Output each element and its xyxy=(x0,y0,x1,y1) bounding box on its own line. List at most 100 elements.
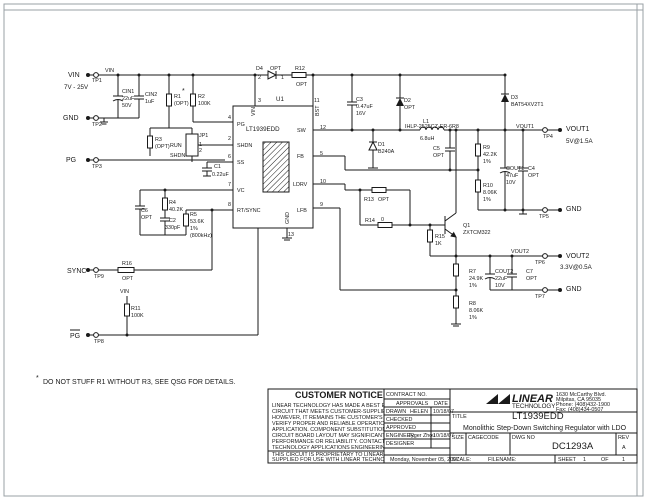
svg-text:10V: 10V xyxy=(495,283,505,289)
svg-text:APPROVALS: APPROVALS xyxy=(396,401,429,407)
approval-row: ENGINEER Tyger Zhou 10/18/07 xyxy=(386,433,454,439)
svg-text:OPT: OPT xyxy=(122,276,134,282)
c3: C3 0.47uF 16V xyxy=(347,73,373,130)
svg-text:IHLP-2525CZ-ER-6R8: IHLP-2525CZ-ER-6R8 xyxy=(405,124,459,130)
svg-text:A: A xyxy=(622,445,626,451)
svg-text:*: * xyxy=(182,88,185,95)
d1: D1 B240A xyxy=(368,130,395,171)
svg-text:R9: R9 xyxy=(483,145,490,151)
svg-text:R16: R16 xyxy=(122,261,132,267)
svg-text:SYNC: SYNC xyxy=(67,268,86,275)
svg-text:5V@1.5A: 5V@1.5A xyxy=(566,138,593,145)
svg-text:LINEAR: LINEAR xyxy=(512,393,553,405)
svg-text:53.6K: 53.6K xyxy=(190,219,204,225)
d4: D4 OPT 2 1 xyxy=(255,66,292,81)
svg-text:THIS CIRCUIT IS PROPRIETARY TO: THIS CIRCUIT IS PROPRIETARY TO LINEAR TE… xyxy=(272,452,435,458)
svg-text:1: 1 xyxy=(622,457,625,463)
svg-text:R13: R13 xyxy=(364,197,374,203)
svg-text:TP3: TP3 xyxy=(92,164,102,170)
svg-text:L1: L1 xyxy=(423,119,429,125)
svg-text:SHDN: SHDN xyxy=(237,143,252,149)
approval-row: APPROVED xyxy=(386,425,416,431)
svg-text:8.06K: 8.06K xyxy=(469,308,483,314)
svg-text:PG: PG xyxy=(237,122,245,128)
svg-text:330pF: 330pF xyxy=(165,225,181,231)
svg-text:SW: SW xyxy=(297,128,307,134)
svg-text:4: 4 xyxy=(228,115,231,121)
svg-text:TECHNOLOGY APPLICATIONS ENGINE: TECHNOLOGY APPLICATIONS ENGINEERING FOR … xyxy=(272,445,438,451)
gnd5-output: TP5 GND xyxy=(519,206,582,220)
svg-text:6.8uH: 6.8uH xyxy=(420,136,434,142)
pg-input: PG TP3 xyxy=(66,157,225,170)
svg-text:0.47uF: 0.47uF xyxy=(356,104,373,110)
r14: R14 0 xyxy=(365,217,445,228)
svg-text:1%: 1% xyxy=(483,197,491,203)
svg-text:PG: PG xyxy=(70,333,80,340)
svg-text:CONTRACT NO.: CONTRACT NO. xyxy=(386,392,427,398)
jp1: JP1 RUN SHDN 1 2 xyxy=(169,127,225,162)
svg-text:1: 1 xyxy=(583,457,586,463)
svg-text:C6: C6 xyxy=(141,208,148,214)
svg-text:R15: R15 xyxy=(435,234,445,240)
svg-text:OPT: OPT xyxy=(378,197,390,203)
svg-text:HOWEVER, IT REMAINS THE CUSTOM: HOWEVER, IT REMAINS THE CUSTOMER'S RESPO… xyxy=(272,415,437,421)
d2: D2 OPT xyxy=(396,73,416,130)
svg-text:C7: C7 xyxy=(526,269,533,275)
svg-text:OPT: OPT xyxy=(141,215,153,221)
svg-text:9: 9 xyxy=(320,202,323,208)
gnd7-output: TP7 GND xyxy=(535,286,582,300)
svg-text:TECHNOLOGY: TECHNOLOGY xyxy=(512,403,555,410)
svg-text:LT1939EDD: LT1939EDD xyxy=(246,126,280,133)
svg-text:APPROVED: APPROVED xyxy=(386,425,416,431)
svg-text:1%: 1% xyxy=(469,315,477,321)
svg-text:C1: C1 xyxy=(214,164,221,170)
r13: R13 OPT xyxy=(364,187,410,203)
r9: R9 42.2K 1% xyxy=(475,130,497,180)
svg-text:(800kHz): (800kHz) xyxy=(190,233,212,239)
svg-text:VIN: VIN xyxy=(105,68,114,74)
svg-text:5: 5 xyxy=(320,151,323,157)
svg-text:OPT: OPT xyxy=(526,276,538,282)
svg-text:C3: C3 xyxy=(356,97,363,103)
ic-u1: U1 LT1939EDD PG SHDN SS VC RT/SYNC SW FB… xyxy=(225,75,330,241)
svg-text:R3: R3 xyxy=(155,137,162,143)
svg-text:R14: R14 xyxy=(365,218,375,224)
svg-text:DO NOT STUFF R1 WITHOUT R3, SE: DO NOT STUFF R1 WITHOUT R3, SEE QSG FOR … xyxy=(43,379,236,386)
svg-text:RUN: RUN xyxy=(170,143,182,149)
c2: C2 330pF xyxy=(160,217,181,235)
svg-text:C5: C5 xyxy=(433,146,440,152)
q1: Q1 ZXTCM322 xyxy=(444,128,491,256)
r3: R3 (OPT) xyxy=(147,127,170,156)
svg-text:HELEN: HELEN xyxy=(410,409,428,415)
svg-text:OPT: OPT xyxy=(270,66,282,72)
r1: R1 (OPT) * xyxy=(166,75,189,128)
svg-text:ZXTCM322: ZXTCM322 xyxy=(463,230,491,236)
cout2: COUT2 22uF 10V xyxy=(484,256,513,290)
sync-input: SYNC TP9 xyxy=(67,267,118,280)
approval-row: CHECKED xyxy=(386,417,412,423)
svg-text:ENGINEER: ENGINEER xyxy=(386,433,414,439)
cin2: CIN2 1uF xyxy=(134,75,157,118)
svg-text:Q1: Q1 xyxy=(463,223,470,229)
svg-text:REV: REV xyxy=(618,435,629,441)
svg-text:7V - 25V: 7V - 25V xyxy=(64,84,89,91)
svg-text:2: 2 xyxy=(258,75,261,81)
svg-text:FB: FB xyxy=(297,154,304,160)
svg-text:Milpitas, CA 95035: Milpitas, CA 95035 xyxy=(556,397,601,403)
svg-text:40.2K: 40.2K xyxy=(169,207,183,213)
svg-text:3: 3 xyxy=(258,98,261,104)
svg-text:VIN: VIN xyxy=(68,72,80,79)
svg-text:VC: VC xyxy=(237,188,245,194)
svg-text:*: * xyxy=(36,375,39,382)
svg-text:VOUT1: VOUT1 xyxy=(516,124,534,130)
svg-text:TITLE: TITLE xyxy=(452,414,467,420)
r2: R2 100K xyxy=(190,75,225,123)
svg-text:SHDN: SHDN xyxy=(170,153,185,159)
svg-text:COUT2: COUT2 xyxy=(495,269,513,275)
approval-row: DESIGNER xyxy=(386,441,414,447)
svg-text:LINEAR TECHNOLOGY HAS MADE A B: LINEAR TECHNOLOGY HAS MADE A BEST EFFORT… xyxy=(272,403,439,409)
svg-text:BAT54XV2T1: BAT54XV2T1 xyxy=(511,102,544,108)
svg-text:Monolithic Step-Down Switching: Monolithic Step-Down Switching Regulator… xyxy=(463,425,627,432)
svg-text:DC1293A: DC1293A xyxy=(552,441,594,452)
svg-text:VOUT1: VOUT1 xyxy=(566,126,589,133)
